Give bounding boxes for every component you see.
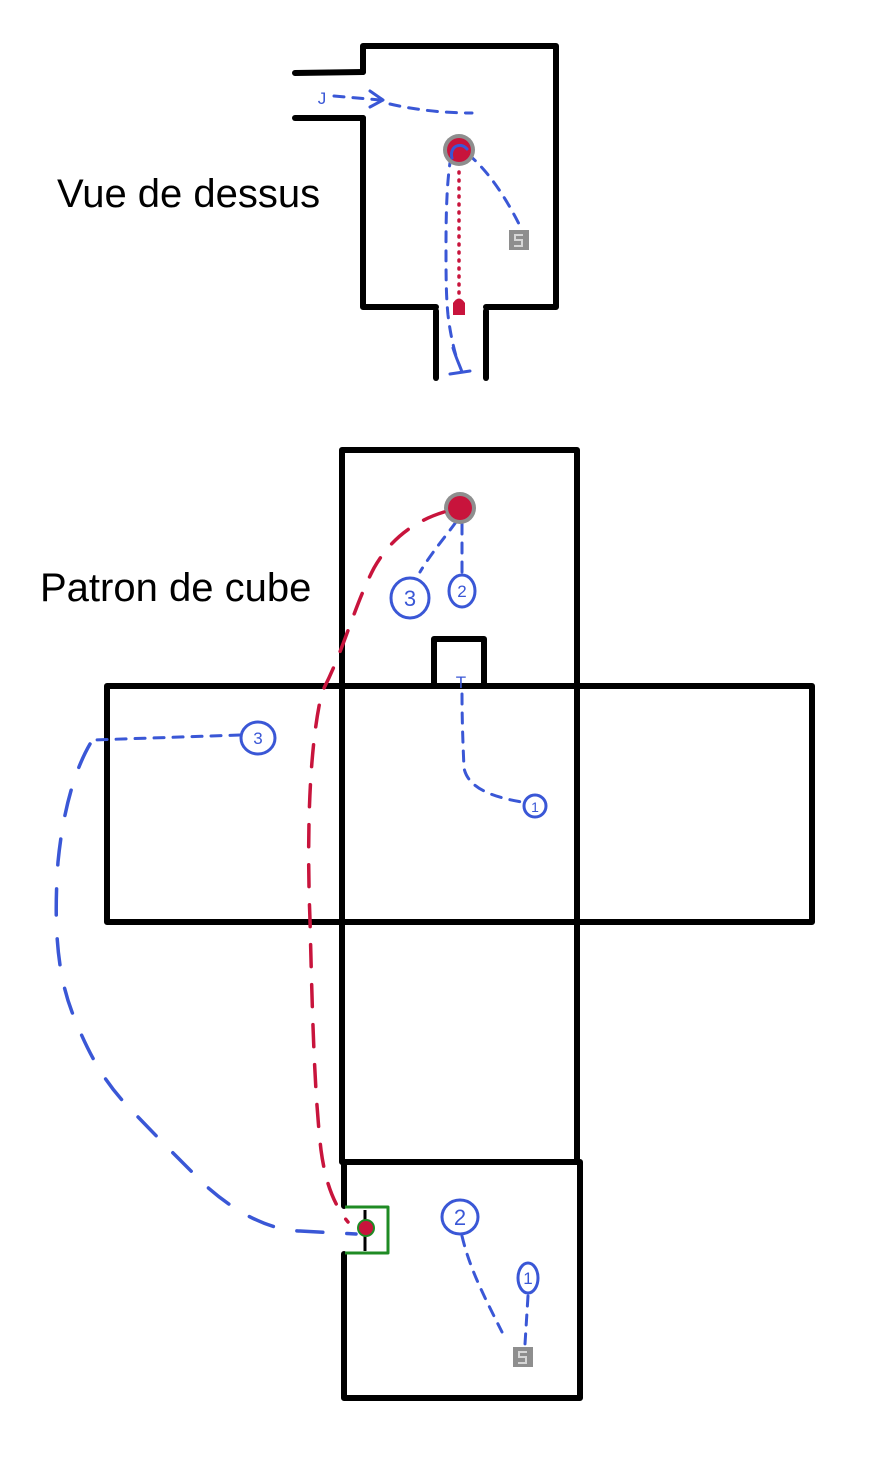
marker-ring: [447, 573, 477, 609]
red-dot-icon: [443, 134, 475, 166]
green-frame-icon: [345, 1205, 390, 1255]
room-wall-outer: [360, 43, 559, 310]
entry-path: [332, 94, 382, 102]
marker-ring: [516, 1261, 540, 1295]
path-start-mark: [448, 346, 472, 376]
cube-net: Patron de cube 3 2 3 T 1: [40, 447, 815, 1401]
bottom-face-path-b: [523, 1294, 530, 1346]
left-face-path: [90, 733, 242, 742]
room-wall-lower-left: [360, 115, 439, 310]
entry-label: J: [318, 89, 327, 108]
center-face-start-label: T: [456, 673, 466, 692]
face-left: [104, 683, 345, 925]
grey-square-glyph: [518, 1351, 527, 1364]
corridor-wall-top: [292, 69, 366, 76]
marker-ring: [440, 1198, 480, 1236]
path-to-grey-square: [466, 152, 522, 228]
face-lower: [339, 919, 580, 1165]
blue-loop-route: [54, 742, 358, 1236]
red-dot-icon: [444, 492, 476, 524]
top-view-title: Vue de dessus: [57, 172, 320, 216]
red-dashed-route: [306, 510, 446, 1224]
top-face-path-a: [418, 520, 458, 574]
green-frame-outline: [345, 1205, 390, 1255]
red-dot-hook: [450, 143, 469, 160]
bottom-face-marker-b: 1: [523, 1269, 532, 1288]
marker-ring: [522, 793, 548, 819]
path-to-bottom-corridor: [444, 154, 458, 358]
top-face-marker-a: 3: [404, 586, 416, 611]
cube-net-title: Patron de cube: [40, 566, 311, 610]
marker-ring: [239, 720, 277, 756]
room-walls: [292, 43, 559, 381]
red-door-marker-icon: [453, 298, 465, 315]
center-face-marker: 1: [531, 799, 539, 815]
grey-square-icon: [509, 230, 529, 250]
arrow-right-icon: [368, 89, 385, 109]
top-view: Vue de dessus J: [57, 43, 559, 381]
red-green-dot: [357, 1219, 375, 1237]
top-face-marker-b: 2: [457, 582, 466, 601]
grey-square-glyph: [514, 234, 523, 247]
grey-square-icon: [513, 1347, 533, 1367]
face-center: [339, 683, 580, 925]
center-face-path: [460, 692, 524, 804]
top-path-continuation: [388, 102, 474, 115]
face-top-notch: [431, 636, 487, 689]
face-top: [339, 447, 580, 689]
bottom-face-path-a: [460, 1234, 504, 1334]
face-right: [574, 683, 815, 925]
face-bottom: [341, 1159, 583, 1401]
left-face-marker: 3: [253, 729, 262, 748]
marker-ring: [389, 576, 431, 620]
bottom-face-marker-a: 2: [454, 1205, 466, 1230]
red-dot-core: [448, 496, 472, 520]
